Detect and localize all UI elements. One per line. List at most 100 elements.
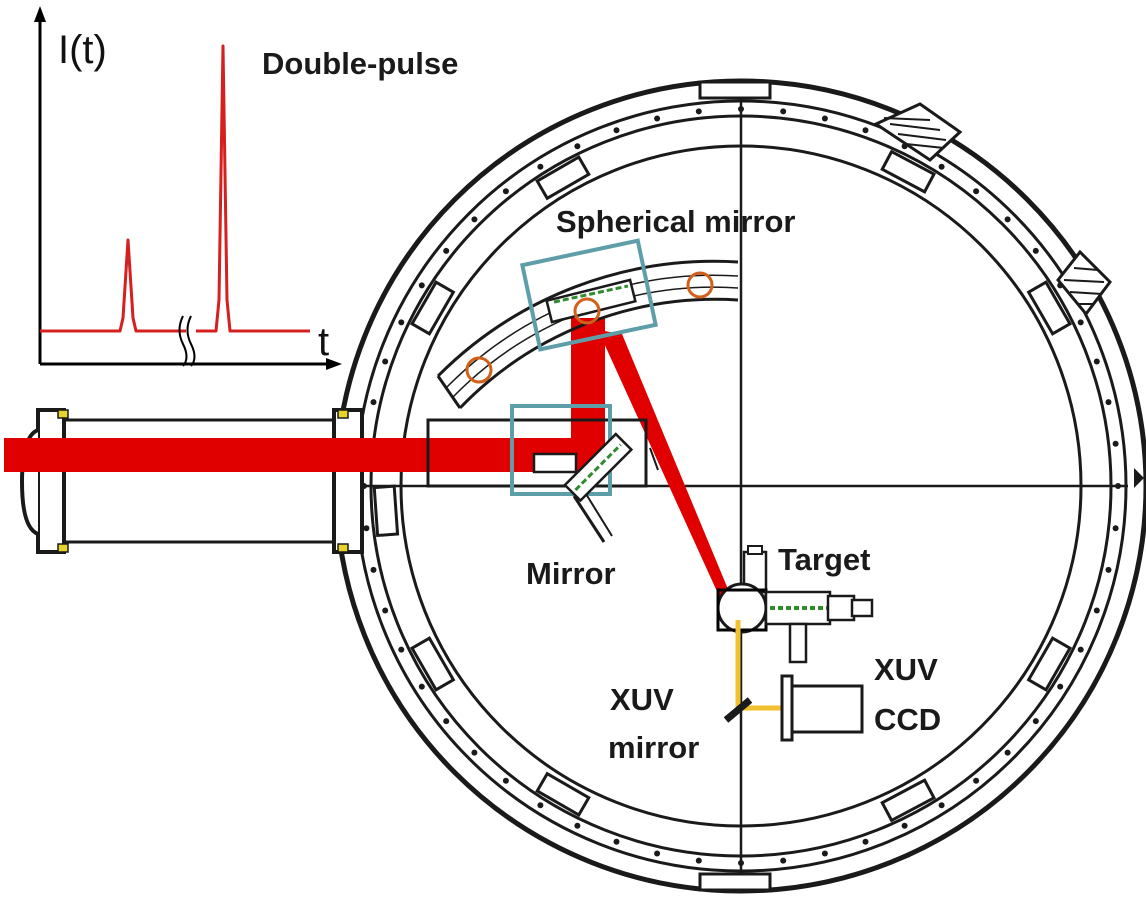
flange-bolt (780, 857, 787, 864)
flange-bolt (398, 646, 405, 653)
mirror-mount (563, 432, 634, 503)
target-assembly (716, 545, 874, 664)
label-xuv-ccd-line2: CCD (874, 702, 942, 737)
pulse-trace-left (40, 238, 186, 333)
flange-bolt (502, 188, 509, 195)
x-axis-arrow (326, 358, 342, 370)
y-axis-arrow (34, 6, 46, 22)
xuv-mirror-element (723, 697, 753, 723)
spherical-mirror-highlight-box (519, 238, 659, 352)
fiducial-circle-2 (573, 297, 601, 325)
pulse-trace-right (196, 44, 310, 333)
flange-bolt (1105, 566, 1112, 573)
flange-bolt (1004, 216, 1011, 223)
flange-bolt (938, 163, 945, 170)
flange-clamp (880, 778, 937, 823)
fiducial-circle-3 (686, 271, 714, 299)
right-port-nub (1134, 468, 1144, 488)
label-xuv-mirror-line2: mirror (608, 730, 700, 765)
flange-bolt (443, 247, 450, 254)
flange-bolt (695, 108, 702, 115)
flange-bolt (862, 127, 869, 134)
flange-bolt (398, 319, 405, 326)
flange-bolt (1093, 607, 1100, 614)
label-mirror: Mirror (526, 556, 616, 591)
label-target: Target (778, 542, 871, 577)
bottom-port-clamp (698, 872, 772, 892)
tube-right-flange (332, 408, 364, 554)
flange-bolt (1112, 440, 1119, 447)
top-port-clamp (698, 80, 772, 100)
flange-bolt (443, 718, 450, 725)
flange-clamp (409, 636, 456, 692)
flange-bolt (613, 127, 620, 134)
flange-clamp (1026, 280, 1073, 336)
inset-title: Double-pulse (262, 46, 459, 81)
xuv-beam-path (723, 620, 864, 742)
spherical-mirror-rail (436, 238, 739, 410)
x-axis-label: t (318, 320, 330, 364)
flange-clamp (372, 484, 400, 538)
flange-bolt (973, 777, 980, 784)
flange-bolt (1077, 646, 1084, 653)
xuv-ccd-body (790, 684, 864, 734)
label-xuv-mirror-line1: XUV (610, 682, 674, 717)
flange-bolt (370, 399, 377, 406)
flange-bolt (695, 857, 702, 864)
axis-break-symbol (178, 315, 196, 367)
flange-clamps (372, 149, 1073, 823)
flange-clamp (409, 280, 456, 336)
flange-bolt (613, 838, 620, 845)
rail-outer-arc (436, 259, 739, 378)
flange-bolt (370, 566, 377, 573)
flange-bolt (862, 838, 869, 845)
laser-beam-input (4, 438, 574, 472)
flange-clamp (1026, 636, 1073, 692)
mirror-breadboard (426, 418, 648, 488)
flange-bolt (780, 108, 787, 115)
flange-bolt (821, 115, 828, 122)
mirror-assembly (426, 404, 659, 543)
tube-left-flange (36, 408, 66, 554)
beam-tube (19, 408, 364, 554)
flange-clamp (880, 149, 937, 194)
flange-bolt (471, 216, 478, 223)
flange-bolt (1032, 718, 1039, 725)
flange-bolt (418, 282, 425, 289)
flange-bolt (1057, 683, 1064, 690)
label-spherical-mirror: Spherical mirror (556, 204, 796, 239)
fiducial-circle-1 (465, 356, 493, 384)
flange-bolt (938, 802, 945, 809)
flange-bolt (1032, 247, 1039, 254)
flange-bolt (973, 188, 980, 195)
flange-bolt (654, 115, 661, 122)
hatched-fitting-upper (872, 102, 963, 162)
flange-bolt (574, 822, 581, 829)
flange-bolt (418, 683, 425, 690)
flange-clamp (535, 771, 591, 818)
hatched-fitting-right (1056, 249, 1112, 317)
flange-bolt (821, 850, 828, 857)
flange-bolt (1077, 319, 1084, 326)
flange-bolt (471, 749, 478, 756)
mirror-post (572, 495, 606, 543)
y-axis-label: I(t) (58, 28, 107, 72)
laser-beam-vertical (571, 318, 605, 472)
label-xuv-ccd-line1: XUV (874, 652, 938, 687)
flange-bolt (901, 822, 908, 829)
flange-bolt (1105, 399, 1112, 406)
flange-clamp (535, 154, 591, 201)
laser-beam-focusing-cone (598, 330, 740, 620)
flange-bolt (574, 143, 581, 150)
flange-bolt (502, 777, 509, 784)
flange-bolt (382, 607, 389, 614)
flange-bolt (382, 358, 389, 365)
flange-bolt (537, 163, 544, 170)
flange-bolt (1112, 525, 1119, 532)
flange-bolt (537, 802, 544, 809)
flange-bolt (1093, 358, 1100, 365)
pulse-inset-plot (34, 6, 342, 370)
laser-beam-path (4, 318, 740, 620)
flange-bolt (654, 850, 661, 857)
